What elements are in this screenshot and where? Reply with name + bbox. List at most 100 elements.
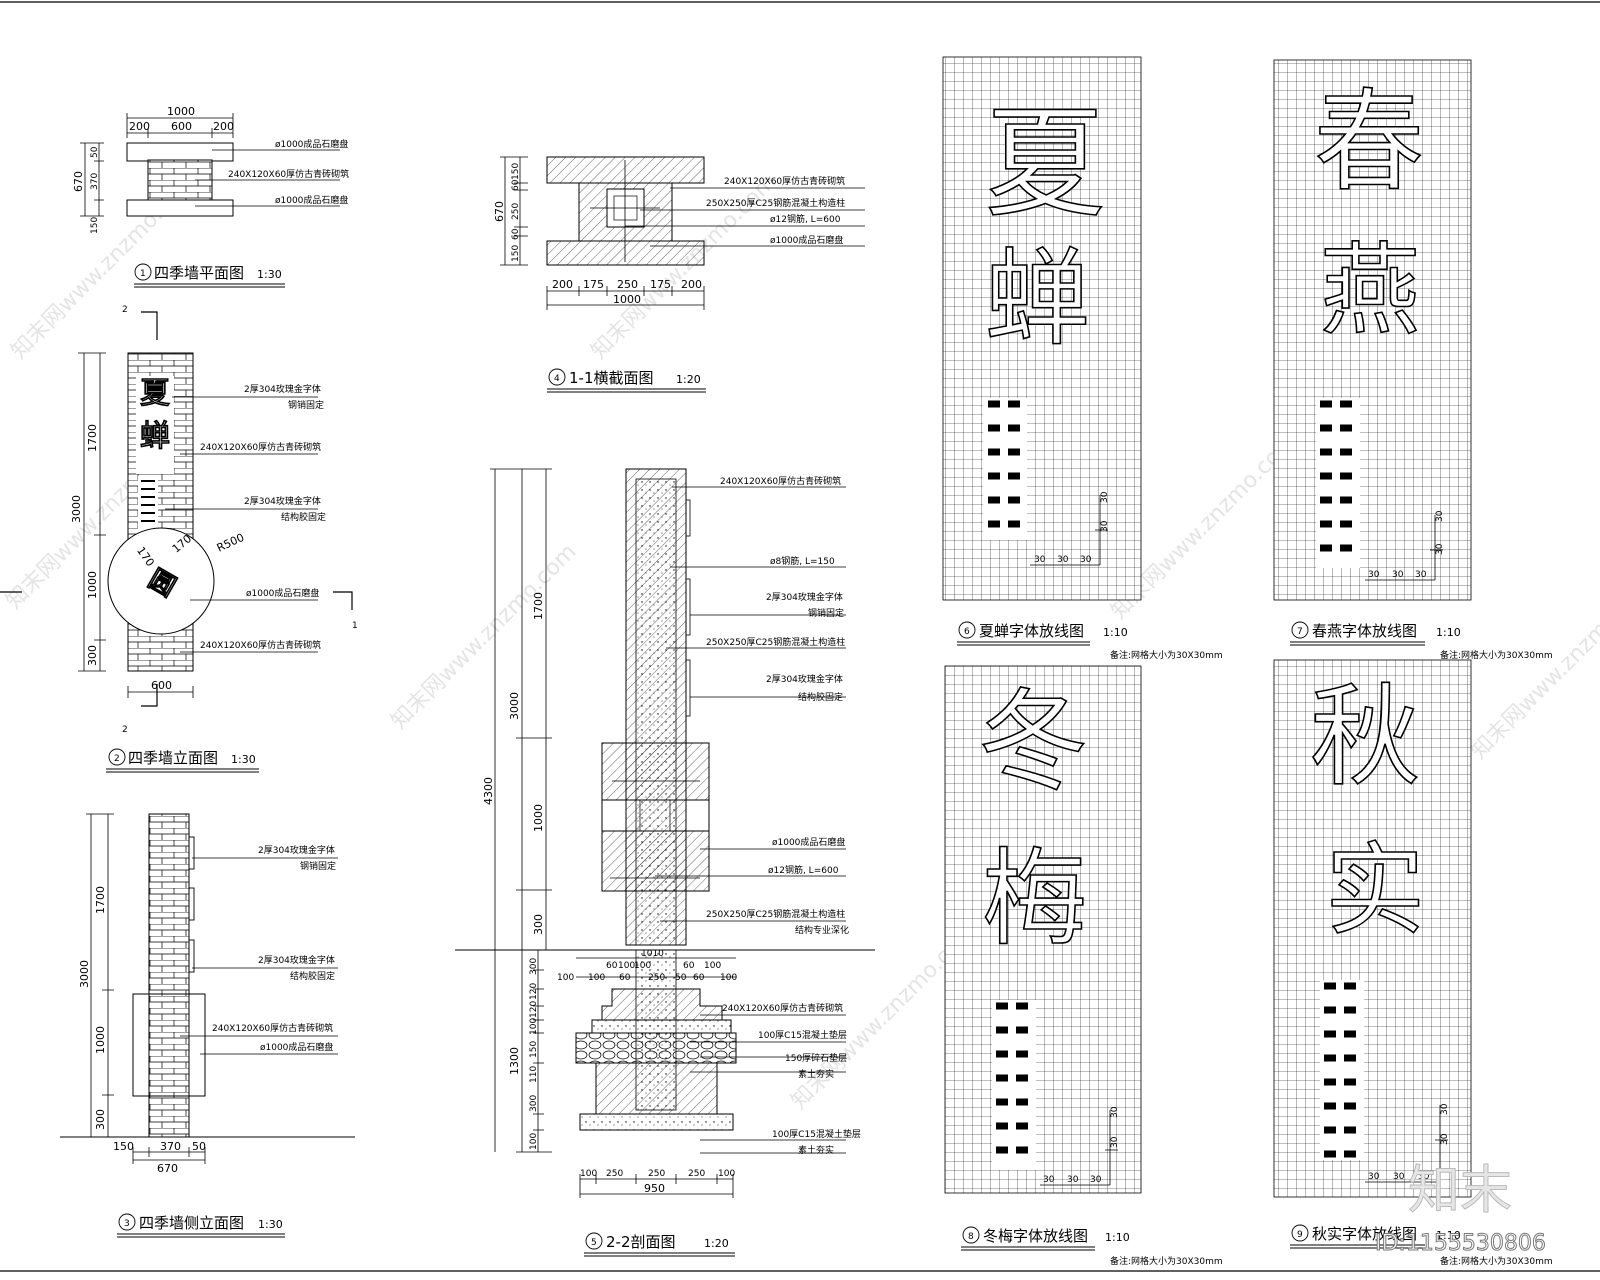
font-dim: 30: [1435, 510, 1445, 522]
font-title: 冬梅字体放线图: [983, 1227, 1088, 1245]
side-dim: 1000: [94, 1026, 107, 1054]
font-num: 9: [1297, 1230, 1303, 1240]
font-char: 秋: [1310, 673, 1420, 801]
section-num: 5: [591, 1238, 597, 1248]
font-title: 夏蝉字体放线图: [979, 622, 1084, 640]
side-label: 240X120X60厚仿古青砖砌筑: [212, 1022, 333, 1034]
plan-view: 1000 200 600 200 670 50 370 150 ø1000成品石…: [72, 105, 349, 288]
cross-dim: 250: [511, 203, 521, 220]
cross-scale: 1:20: [676, 373, 701, 386]
font-dim: 30: [1100, 520, 1110, 532]
section-mark: 2: [122, 725, 128, 735]
section-label: 结构专业深化: [795, 924, 849, 936]
section-mark: 2: [122, 305, 128, 315]
font-note: 备注:网格大小为30X30mm: [1440, 1255, 1553, 1267]
section-label: 素土夯实: [798, 1144, 834, 1156]
font-grid-dongmei: 冬 梅 30 30 30 30 30 8 冬梅字体放线图 1:10 备注:网格大…: [944, 665, 1223, 1267]
font-scale: 1:10: [1436, 626, 1461, 639]
font-dim: 30: [1110, 1106, 1120, 1118]
elevation-dim: 3000: [70, 495, 83, 523]
cross-section-view: 670 150 60 250 60 150 200 175 250 175 20…: [493, 156, 865, 393]
cross-dim: 60: [511, 179, 521, 191]
section-dim: 250: [688, 1169, 705, 1179]
elevation-dim: 1000: [86, 571, 99, 599]
section-dim: 1010: [641, 949, 664, 959]
font-dim: 30: [1393, 1172, 1405, 1182]
section-dim: 60: [606, 961, 618, 971]
section-label: 250X250厚C25钢筋混凝土构造柱: [706, 908, 845, 920]
cross-dim: 200: [681, 278, 702, 291]
plan-dim-vtotal: 670: [72, 171, 85, 192]
cross-dim: 60: [511, 228, 521, 240]
font-grid-chunyan: 春 燕 30 30 30 30 30 7 春燕字体放线图 1:10 备注:网格大…: [1273, 59, 1553, 661]
font-grid-qiushi: 秋 实 30 30 30 30 30 9 秋实字体放线图 1:10 备注:网格大…: [1273, 659, 1553, 1267]
side-dim: 50: [192, 1140, 206, 1153]
section-label: 100厚C15混凝土垫层: [758, 1029, 847, 1041]
section-label: 素土夯实: [798, 1068, 834, 1080]
section-dim: 250: [648, 1169, 665, 1179]
font-dim: 30: [1440, 1133, 1450, 1145]
cross-title: 1-1横截面图: [569, 369, 654, 387]
elevation-label: 2厚304玫瑰金字体: [244, 495, 321, 507]
font-dim: 30: [1440, 1103, 1450, 1115]
font-num: 7: [1297, 627, 1303, 637]
font-dim: 30: [1067, 1175, 1079, 1185]
plan-label: 240X120X60厚仿古青砖砌筑: [228, 168, 349, 180]
section-dim: 250: [606, 1169, 623, 1179]
side-dim: 150: [113, 1140, 134, 1153]
font-grid-xiachan: 夏 蝉 30 30 30 30 30 6 夏蝉字体放线图 1:10 备注:网格大…: [942, 56, 1223, 661]
font-dim: 30: [1090, 1175, 1102, 1185]
section-label: 240X120X60厚仿古青砖砌筑: [722, 1002, 843, 1014]
elevation-char: 蝉: [140, 419, 170, 454]
font-dim: 30: [1368, 570, 1380, 580]
section-dim: 100: [529, 1018, 539, 1035]
font-title: 春燕字体放线图: [1312, 622, 1417, 640]
section-view: 4300 3000 1700 1000 300 1300 300 120 120…: [455, 468, 875, 1257]
brand-logo: 知末: [1408, 1161, 1512, 1221]
elevation-title: 四季墙立面图: [128, 749, 218, 767]
elevation-dim: 300: [86, 645, 99, 666]
font-dim: 30: [1034, 555, 1046, 565]
section-dim: 100: [580, 1169, 597, 1179]
plan-label: ø1000成品石磨盘: [275, 194, 348, 206]
font-note: 备注:网格大小为30X30mm: [1110, 649, 1223, 661]
cross-dim: 670: [493, 201, 506, 222]
section-label: ø1000成品石磨盘: [772, 836, 845, 848]
section-label: 2厚304玫瑰金字体: [766, 591, 843, 603]
watermark: 知末网www.znzmo.com: [1467, 569, 1600, 764]
section-label: 结构胶固定: [798, 691, 843, 703]
section-mark: 1: [352, 621, 358, 631]
section-dim: 100: [588, 973, 605, 983]
cross-num: 4: [554, 374, 560, 384]
elevation-label: 240X120X60厚仿古青砖砌筑: [200, 639, 321, 651]
font-char: 冬: [978, 678, 1088, 806]
font-note: 备注:网格大小为30X30mm: [1440, 649, 1553, 661]
side-dim: 300: [94, 1109, 107, 1130]
font-num: 8: [968, 1232, 974, 1242]
font-dim: 30: [1392, 570, 1404, 580]
plan-dim: 370: [90, 173, 100, 190]
font-char: 燕: [1320, 232, 1420, 349]
section-label: 240X120X60厚仿古青砖砌筑: [720, 475, 841, 487]
section-dim: 100: [718, 1169, 735, 1179]
font-dim: 30: [1415, 570, 1427, 580]
font-dim: 30: [1418, 1172, 1430, 1182]
cross-dim: 150: [511, 245, 521, 262]
section-dim: 100: [634, 961, 651, 971]
plan-num: 1: [140, 269, 146, 279]
section-dim: 100: [618, 961, 635, 971]
font-scale: 1:10: [1105, 1231, 1130, 1244]
section-scale: 1:20: [704, 1237, 729, 1250]
side-label: 结构胶固定: [290, 970, 335, 982]
plan-dim: 200: [213, 120, 234, 133]
cross-dim: 200: [552, 278, 573, 291]
font-scale: 1:10: [1436, 1229, 1461, 1242]
cross-dim: 1000: [613, 293, 641, 306]
font-char: 春: [1314, 78, 1424, 206]
cross-dim: 150: [511, 163, 521, 180]
side-label: 钢销固定: [300, 860, 336, 872]
cross-label: 250X250厚C25钢筋混凝土构造柱: [706, 197, 845, 209]
section-dim: 1000: [532, 804, 545, 832]
elevation-scale: 1:30: [231, 753, 256, 766]
